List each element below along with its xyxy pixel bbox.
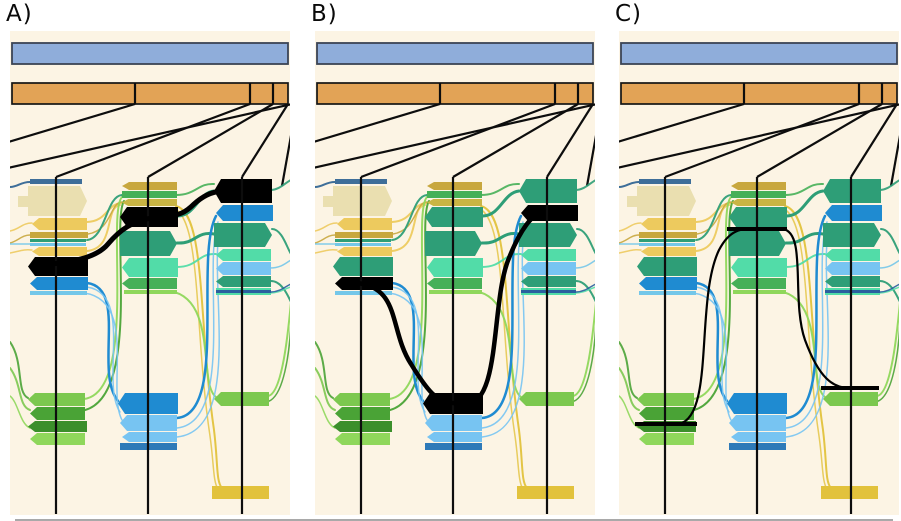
panel-a-label: A) — [6, 1, 33, 27]
bottom-edge-strip — [15, 519, 893, 521]
panel-b-label: B) — [311, 1, 338, 27]
panel-c-plot — [619, 31, 899, 515]
panel-a-plot — [10, 31, 290, 515]
panel-b: B) — [311, 0, 595, 521]
panel-c-label: C) — [615, 1, 643, 27]
panel-c: C) — [615, 0, 899, 521]
panel-a: A) — [6, 0, 290, 521]
panel-b-plot — [315, 31, 595, 515]
